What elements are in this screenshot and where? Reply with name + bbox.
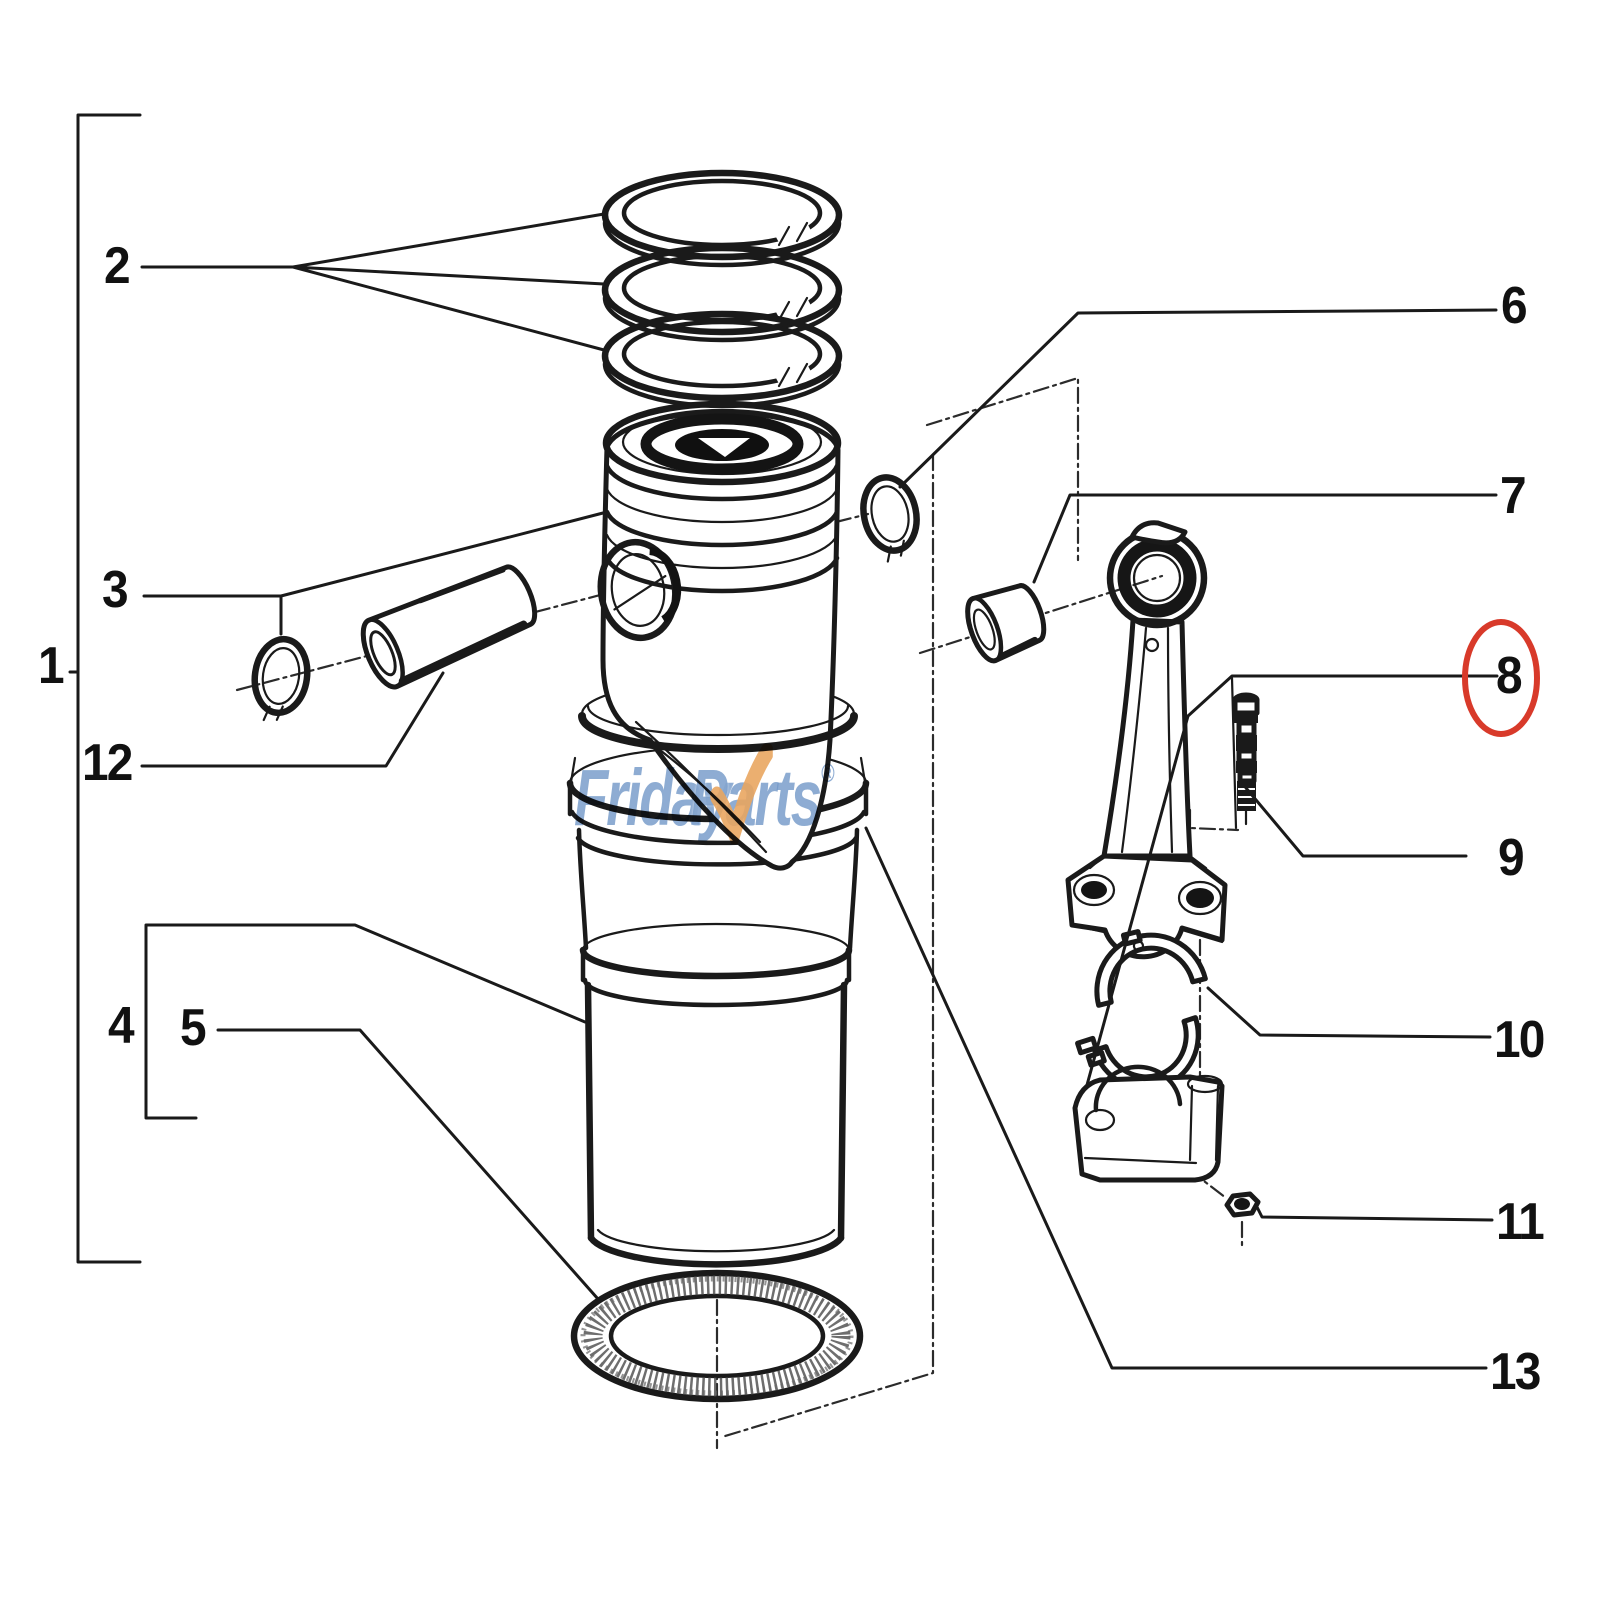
snap-ring-right (860, 474, 920, 563)
callout-6: 6 (1501, 277, 1528, 335)
callout-7: 7 (1500, 467, 1527, 525)
piston (597, 400, 842, 871)
callout-9: 9 (1498, 829, 1525, 887)
piston-ring-set (601, 169, 843, 409)
cylinder-liner-body (576, 827, 860, 1268)
rod-bolt (1232, 692, 1260, 826)
connecting-rod (1065, 520, 1228, 960)
cylinder-liner-top-rim (578, 704, 858, 753)
bracket-item-4 (144, 923, 587, 1120)
leader-12 (140, 671, 445, 768)
leader-11 (1255, 1205, 1494, 1222)
piston-pin-bore (597, 538, 682, 642)
bracket-item-1 (68, 113, 142, 1264)
callout-2: 2 (104, 237, 131, 295)
rod-small-end (1106, 520, 1208, 629)
highlight-circle (1462, 619, 1540, 737)
callout-1: 1 (38, 637, 65, 695)
callout-11: 11 (1496, 1193, 1545, 1251)
leader-13 (864, 826, 1488, 1370)
leader-9 (1244, 786, 1468, 858)
leader-7 (1032, 493, 1498, 584)
circlip-left (251, 635, 311, 722)
piston-ring-3 (601, 310, 843, 409)
rod-big-end (1065, 853, 1228, 960)
leader-3 (142, 511, 605, 636)
rod-cap (1072, 1064, 1225, 1183)
rod-nut (1224, 1191, 1261, 1218)
rod-shaft (1101, 617, 1193, 859)
callout-5: 5 (180, 999, 207, 1057)
leader-2 (140, 212, 606, 352)
leader-lines (68, 113, 1499, 1370)
callout-3: 3 (102, 561, 129, 619)
piston-pin (360, 564, 538, 690)
small-end-bushing (965, 583, 1047, 664)
leader-6 (898, 308, 1498, 489)
leader-5 (216, 1028, 600, 1301)
watermark-word-friday: Friday (574, 753, 732, 842)
callout-13: 13 (1490, 1343, 1541, 1401)
leader-8 (1085, 674, 1499, 1087)
leader-8-bolt (1230, 676, 1238, 830)
o-ring-seal (570, 1269, 864, 1403)
registered-mark: ® (821, 758, 834, 788)
piston-ring-2 (601, 244, 843, 343)
callout-12: 12 (82, 734, 133, 792)
callout-10: 10 (1494, 1011, 1545, 1069)
leader-10 (1206, 986, 1492, 1039)
callout-4: 4 (108, 997, 135, 1055)
callout-8: 8 (1496, 647, 1523, 705)
